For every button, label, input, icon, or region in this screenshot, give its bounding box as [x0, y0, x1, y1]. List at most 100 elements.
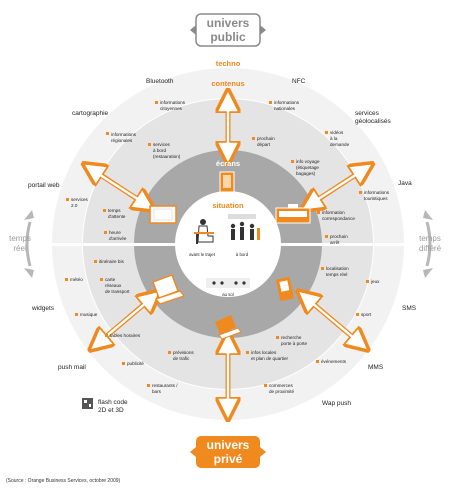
techno-items: Bluetooth NFC cartographie services géol… — [28, 78, 417, 414]
content-heure-arrivee-1: heure — [109, 230, 121, 235]
content-recherche-porte-1: recherche — [281, 335, 302, 340]
content-info-touristiques-1: informations — [364, 190, 390, 195]
content-services-bord-3: (restauration) — [153, 154, 181, 159]
content-musique: musique — [80, 312, 98, 317]
temps-differe-line2: différé — [419, 244, 442, 253]
label-techno: techno — [216, 59, 241, 68]
content-recherche-porte-2: porte à porte — [281, 341, 307, 346]
content-prochain-arret-1: prochain — [330, 234, 348, 239]
content-services-20-1: services — [71, 197, 89, 202]
content-info-voyage-3: bagages) — [296, 171, 316, 176]
temps-reel-line1: temps — [9, 234, 31, 243]
content-carte-reseaux-3: de transport — [105, 289, 130, 294]
usage-services-geo-2: géolocalisés — [355, 118, 392, 125]
techno-push-mail: push mail — [58, 364, 86, 371]
arrow-upper-left — [90, 168, 148, 206]
passengers-icon — [228, 214, 260, 240]
display-panel-icon — [275, 204, 311, 224]
content-jeux: jeux — [370, 279, 380, 284]
arrow-lower-right — [304, 296, 362, 345]
content-restaurants-2: bars — [152, 389, 162, 394]
person-sitting-icon — [194, 219, 214, 244]
content-bullets — [65, 101, 369, 387]
label-contenus: contenus — [211, 79, 244, 88]
content-info-correspondance-2: correspondance — [322, 216, 355, 221]
content-commerces-1: commerces — [269, 383, 293, 388]
content-info-nationales-1: informations — [274, 100, 300, 105]
techno-nfc: NFC — [292, 78, 306, 85]
content-videos-demande-1: vidéos — [330, 130, 344, 135]
source-caption: (Source : Orange Business Services, octo… — [6, 478, 121, 484]
content-services-20-2: 2.0 — [71, 203, 78, 208]
temps-reel-line2: réel — [13, 244, 27, 253]
situation-a-bord: à bord — [236, 252, 249, 257]
content-carte-reseaux-1: carte — [105, 277, 116, 282]
content-info-voyage-2: (étiquetage — [296, 165, 319, 170]
content-prochain-depart-1: prochain — [257, 136, 275, 141]
content-infos-locales-1: infos locales — [251, 350, 277, 355]
univers-public-line2: public — [210, 30, 246, 44]
situation-avant-trajet: avant le trajet — [189, 252, 216, 257]
content-prochain-depart-2: départ — [257, 142, 271, 147]
qr-code-icon — [82, 398, 93, 409]
device-icons — [149, 171, 311, 340]
univers-prive-box: univers privé — [190, 436, 266, 468]
content-evenements: événements — [321, 359, 347, 364]
usage-flash-code-1: flash code — [98, 399, 128, 406]
content-info-citoyennes-1: informations — [160, 100, 186, 105]
content-prevision-trafic-2: de trafic — [173, 356, 190, 361]
label-ecrans: écrans — [216, 159, 240, 168]
content-videos-demande-3: demande — [330, 142, 350, 147]
content-heure-arrivee-2: d'arrivée — [109, 236, 127, 241]
content-temps-attente-2: d'attente — [108, 214, 126, 219]
content-itineraire-bis: itinéraire bis — [99, 259, 124, 264]
temps-differe-indicator: temps différé — [419, 210, 442, 278]
content-info-regionales-1: informations — [111, 132, 137, 137]
situation-au-sol: au sol — [222, 292, 234, 297]
content-commerces-2: de proximité — [269, 389, 294, 394]
techno-mms: MMS — [368, 364, 384, 371]
usage-flash-code-2: 2D et 3D — [98, 407, 124, 414]
content-localisation-2: temps réel — [326, 272, 347, 277]
content-info-correspondance-1: information — [322, 210, 345, 215]
techno-bluetooth: Bluetooth — [146, 78, 174, 85]
situation-illustration: avant le trajet à bord au sol — [187, 211, 269, 297]
content-info-touristiques-2: touristiques — [364, 196, 388, 201]
content-tables-horaires: tables horaires — [110, 333, 141, 338]
netbook-icon — [215, 315, 242, 340]
univers-prive-line2: privé — [214, 452, 243, 466]
content-services-bord-2: à bord — [153, 148, 166, 153]
content-localisation-1: localisation — [326, 266, 349, 271]
usage-cartographie: cartographie — [72, 110, 109, 117]
techno-java: Java — [398, 180, 412, 187]
mobile-phone-icon — [276, 277, 294, 301]
kiosk-screen-icon — [219, 171, 235, 193]
usage-portail-web: portail web — [28, 182, 60, 189]
qr-code-icon-dot2 — [89, 404, 91, 407]
content-info-citoyennes-2: citoyennes — [160, 106, 183, 111]
content-infos-locales-2: et plan de quartier — [251, 356, 289, 361]
content-services-bord-1: services — [153, 142, 171, 147]
content-info-regionales-2: régionales — [111, 138, 133, 143]
laptop-icon — [152, 274, 186, 305]
univers-prive-line1: univers — [207, 438, 250, 452]
tv-screen-icon — [149, 205, 177, 224]
content-sport: sport — [361, 312, 372, 317]
univers-public-line1: univers — [207, 16, 250, 30]
content-meteo: météo — [70, 277, 83, 282]
content-publicite: publicité — [127, 361, 144, 366]
content-restaurants-1: restaurants / — [152, 383, 178, 388]
content-temps-attente-1: temps — [108, 208, 121, 213]
temps-reel-indicator: temps réel — [9, 210, 34, 278]
techno-widgets: widgets — [31, 305, 55, 312]
qr-code-icon-dot — [84, 400, 87, 403]
content-videos-demande-2: à la — [330, 136, 338, 141]
content-info-nationales-2: nationales — [274, 106, 296, 111]
techno-sms: SMS — [402, 305, 417, 312]
temps-differe-line1: temps — [419, 234, 441, 243]
label-situation: situation — [212, 201, 244, 210]
content-info-voyage-1: info voyage — [296, 159, 320, 164]
content-carte-reseaux-2: réseaux — [105, 283, 122, 288]
content-prevision-trafic-1: prévisions — [173, 350, 194, 355]
